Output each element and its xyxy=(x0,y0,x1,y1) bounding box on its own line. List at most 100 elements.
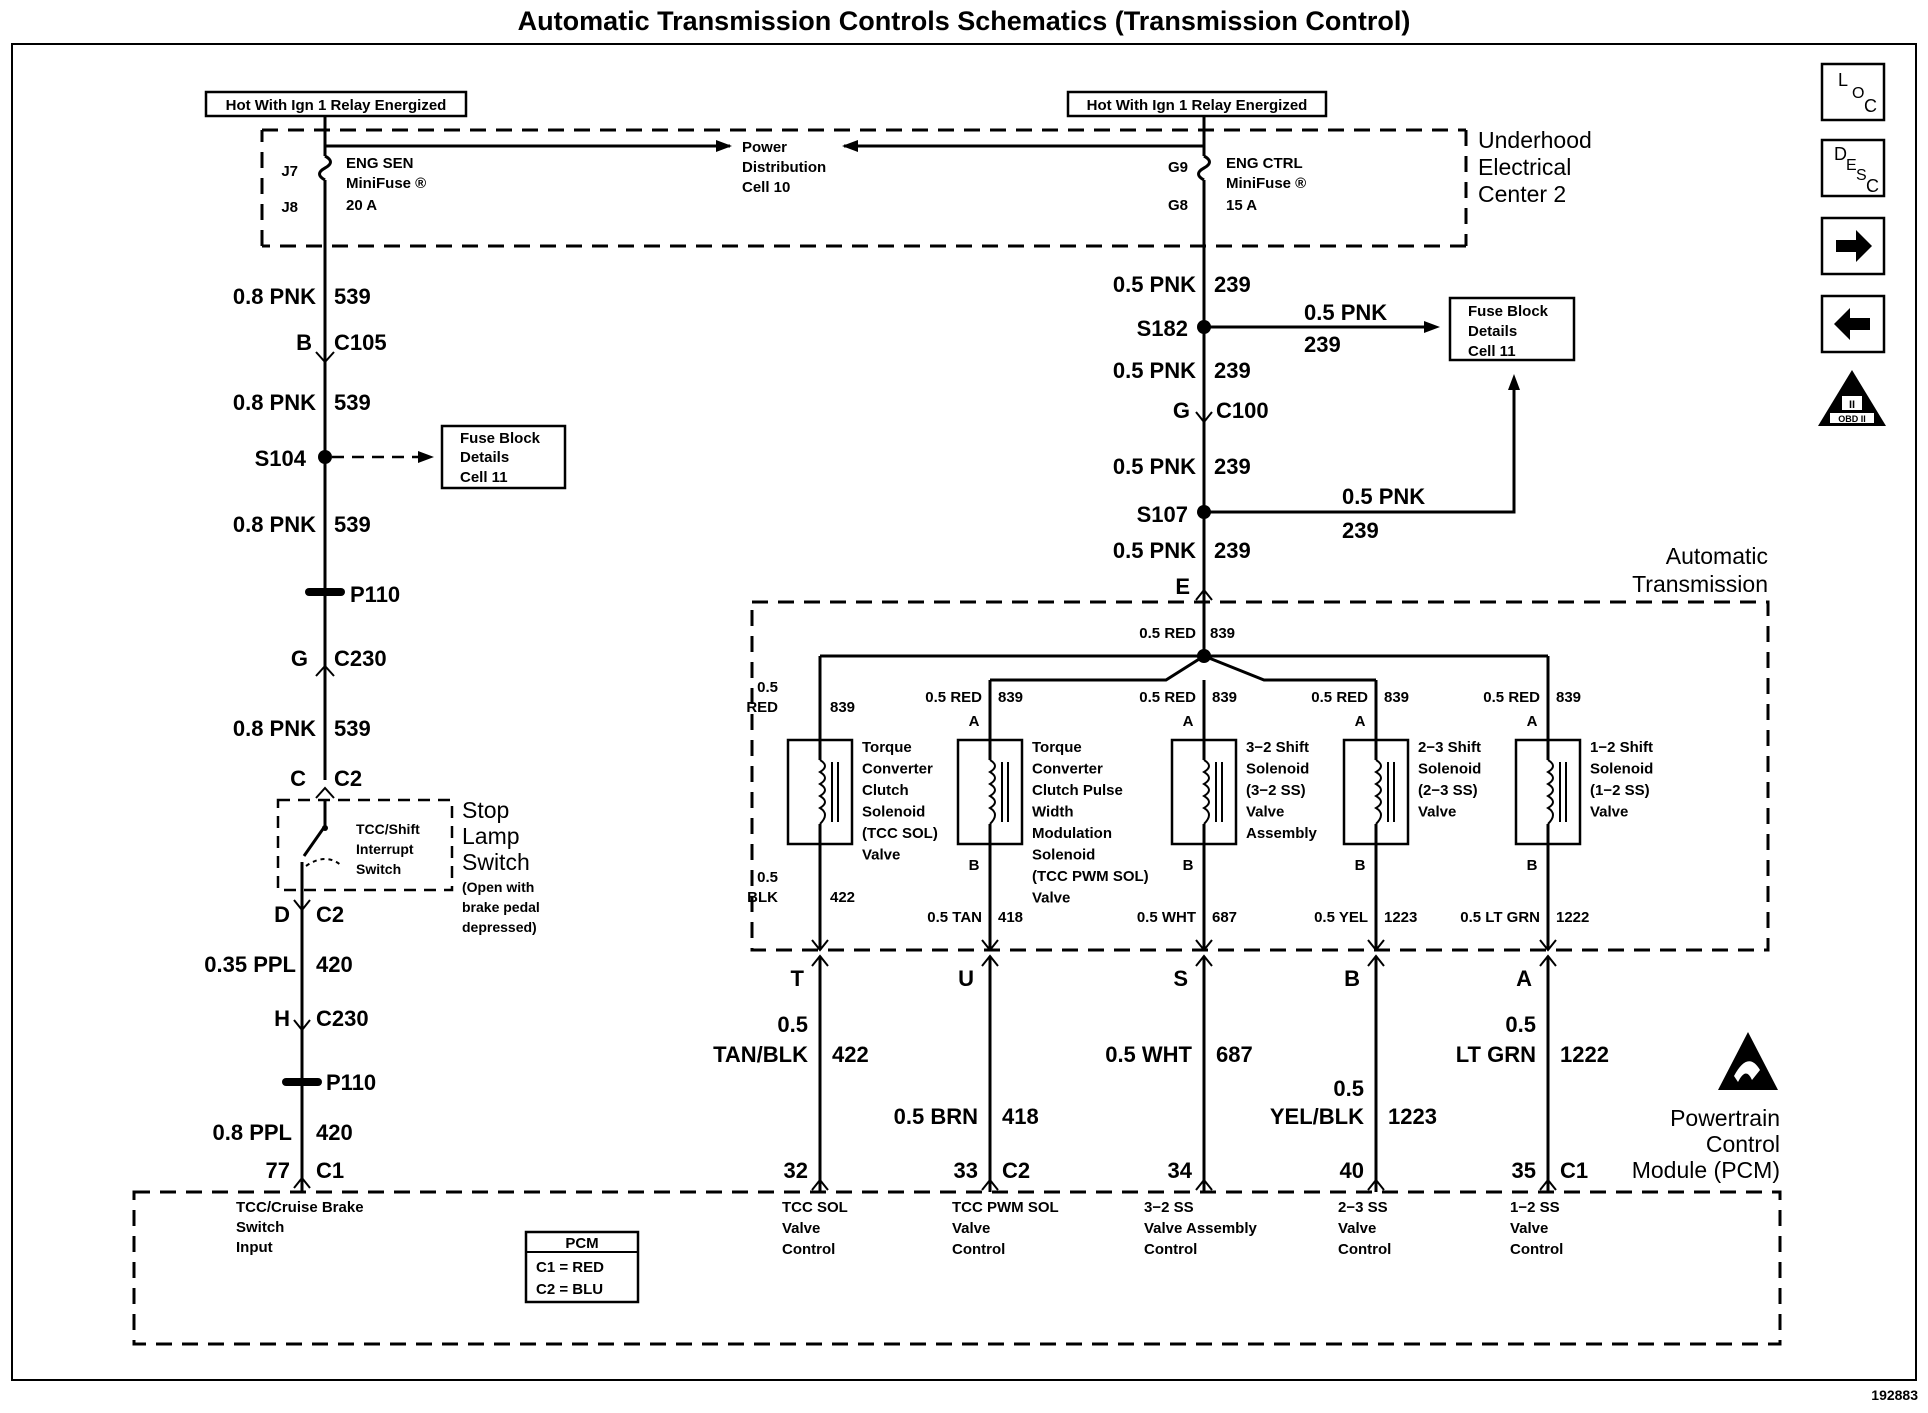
left-w3-color: 0.8 PNK xyxy=(233,512,316,537)
fb2-l3: Cell 11 xyxy=(1468,343,1516,360)
left-c105: C105 xyxy=(334,330,387,355)
right-fuse-l2: MiniFuse ® xyxy=(1226,175,1306,192)
right-s182: S182 xyxy=(1137,316,1188,341)
switch-blade xyxy=(302,825,327,857)
pcm-input-l3: Input xyxy=(236,1239,273,1256)
automatic-transmission-box xyxy=(750,600,1770,952)
loc-icon-c: C xyxy=(1864,96,1877,116)
sol-ext-color2: YEL/BLK xyxy=(1270,1104,1364,1129)
sol-top-num: 839 xyxy=(998,689,1023,706)
obd-ii-icon: II OBD II xyxy=(1818,370,1886,426)
switch-l2: Interrupt xyxy=(356,841,414,857)
sol-label-line: Clutch xyxy=(862,782,909,799)
p110-grommet-1 xyxy=(305,588,345,596)
right-circuit: 0.5 PNK 239 S182 0.5 PNK 239 Fuse Block … xyxy=(750,272,1770,952)
sol-label-line: 3−2 Shift xyxy=(1246,739,1309,756)
sol-bot-color: 0.5 YEL xyxy=(1314,909,1368,926)
sol-pcm-pin: 33 xyxy=(954,1158,978,1183)
sol-pcm-label-line: Control xyxy=(952,1241,1005,1258)
at-label-2: Transmission xyxy=(1632,571,1768,597)
loc-icon[interactable]: L O C xyxy=(1820,62,1886,122)
outer-frame xyxy=(11,43,1917,1381)
sol-top-color: 0.5 xyxy=(757,679,778,696)
left-w4-color: 0.8 PNK xyxy=(233,716,316,741)
left-c2a-pin: C xyxy=(290,766,306,791)
power-dist-2: Distribution xyxy=(742,159,826,176)
left-p110a: P110 xyxy=(350,582,400,607)
loc-icon-l: L xyxy=(1838,70,1848,90)
desc-icon[interactable]: D E S C xyxy=(1820,138,1886,198)
arrow-right-icon[interactable] xyxy=(1820,216,1886,276)
left-w1-color: 0.8 PNK xyxy=(233,284,316,309)
left-fuse-pin-bot: J8 xyxy=(281,199,298,216)
sol-bot-color: 0.5 LT GRN xyxy=(1460,909,1540,926)
right-w2-num: 239 xyxy=(1214,358,1251,383)
left-fuse-icon xyxy=(318,154,332,182)
left-w2-num: 539 xyxy=(334,390,371,415)
arrow-left-icon[interactable] xyxy=(1820,294,1886,354)
sol-top-num: 839 xyxy=(830,699,855,716)
solenoid-coil-icon xyxy=(818,759,826,825)
pcm-legend-title: PCM xyxy=(565,1235,598,1252)
fb2-l2: Details xyxy=(1468,323,1517,340)
left-c230b: C230 xyxy=(316,1006,369,1031)
sol-conn-pin: S xyxy=(1173,966,1188,991)
branch2-color: 0.5 PNK xyxy=(1342,484,1425,509)
sol-pcm-label-line: Control xyxy=(1144,1241,1197,1258)
left-s104: S104 xyxy=(255,446,307,471)
right-w4-num: 239 xyxy=(1214,538,1251,563)
fuse-block-box-2[interactable] xyxy=(1448,296,1576,362)
left-w2-color: 0.8 PNK xyxy=(233,390,316,415)
right-w1-color: 0.5 PNK xyxy=(1113,272,1196,297)
left-w4-num: 539 xyxy=(334,716,371,741)
sol-ext-num: 687 xyxy=(1216,1042,1253,1067)
stop-lamp-3: Switch xyxy=(462,849,530,875)
right-c100-pin: G xyxy=(1173,398,1190,423)
splice-s104 xyxy=(318,450,332,464)
sol-bot-num: 418 xyxy=(998,909,1023,926)
fuse-block-box-1[interactable] xyxy=(440,424,567,490)
sol-top-pin: A xyxy=(969,713,980,730)
sol-label-line: (TCC PWM SOL) xyxy=(1032,868,1149,885)
right-w4-color: 0.5 PNK xyxy=(1113,538,1196,563)
sol-ext-num: 422 xyxy=(832,1042,869,1067)
sol-label-line: Solenoid xyxy=(862,804,925,821)
sol-top-color: 0.5 RED xyxy=(1483,689,1540,706)
hot-label-right-box xyxy=(1066,90,1328,118)
branch2-num: 239 xyxy=(1342,518,1379,543)
sol-ext-color2: 0.5 WHT xyxy=(1105,1042,1192,1067)
sol-label-line: Valve xyxy=(1590,804,1628,821)
sol-label-line: 2−3 Shift xyxy=(1418,739,1481,756)
sol-top-pin: A xyxy=(1183,713,1194,730)
sol-ext-color1: 0.5 xyxy=(777,1012,808,1037)
left-fuse-pin-top: J7 xyxy=(281,163,298,180)
sol-label-line: Width xyxy=(1032,804,1074,821)
branch1-color: 0.5 PNK xyxy=(1304,300,1387,325)
underhood-label-2: Electrical xyxy=(1478,154,1571,180)
sol-label-line: Solenoid xyxy=(1246,761,1309,778)
sol-label-line: 1−2 Shift xyxy=(1590,739,1653,756)
left-w3-num: 539 xyxy=(334,512,371,537)
left-c2b: C2 xyxy=(316,902,344,927)
right-c100: C100 xyxy=(1216,398,1269,423)
sol-label-line: (3−2 SS) xyxy=(1246,782,1306,799)
sol-label-line: Torque xyxy=(862,739,912,756)
left-pcm-pin: 77 xyxy=(266,1158,290,1183)
sol-label-line: Assembly xyxy=(1246,825,1318,842)
hot-label-right: Hot With Ign 1 Relay Energized xyxy=(1087,97,1308,114)
sol-pcm-label-line: Valve xyxy=(782,1220,820,1237)
hot-label-left: Hot With Ign 1 Relay Energized xyxy=(226,97,447,114)
fb1-l2: Details xyxy=(460,449,509,466)
left-c230a: C230 xyxy=(334,646,387,671)
fb1-l3: Cell 11 xyxy=(460,469,508,486)
sol-pcm-label-line: 1−2 SS xyxy=(1510,1199,1560,1216)
left-c2b-pin: D xyxy=(274,902,290,927)
sol-label-line: (TCC SOL) xyxy=(862,825,938,842)
loc-icon-o: O xyxy=(1852,85,1864,102)
sol-bot-color: 0.5 WHT xyxy=(1137,909,1196,926)
